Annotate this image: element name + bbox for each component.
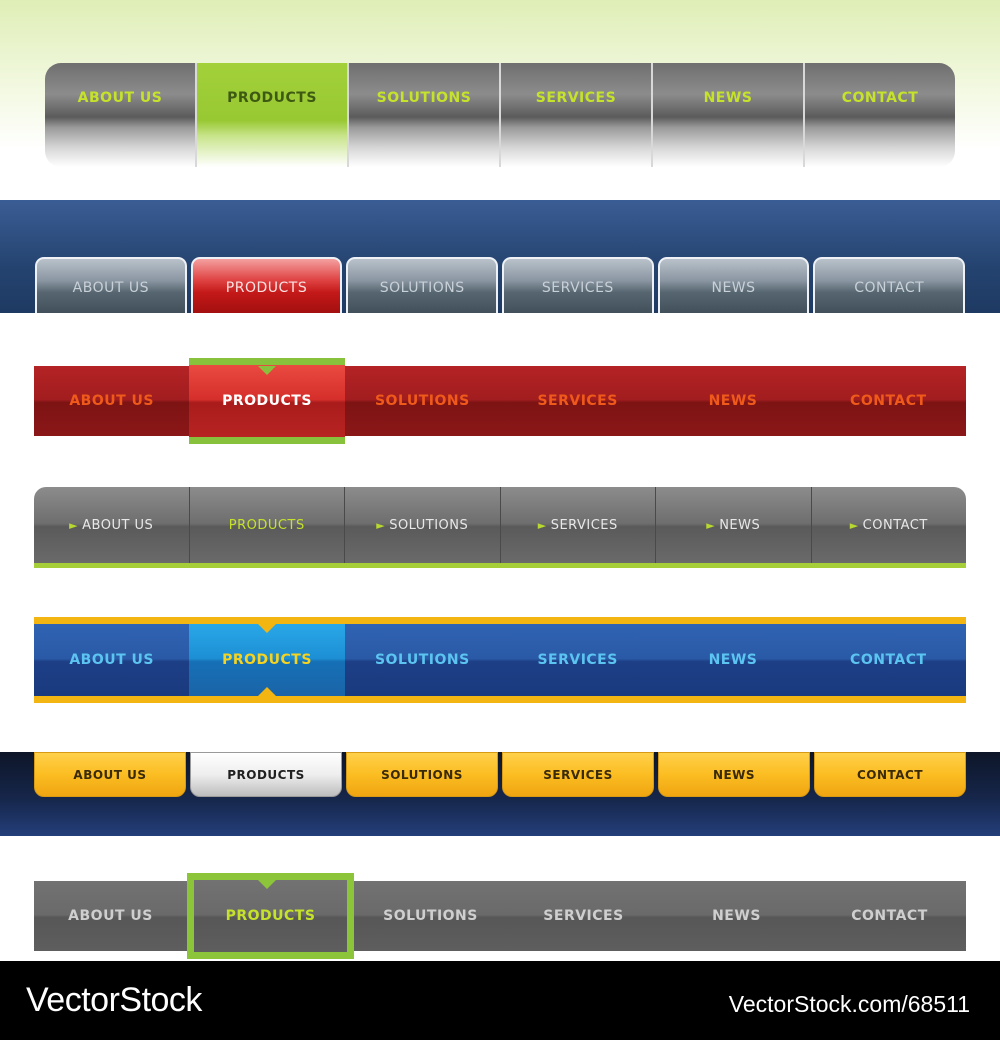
nav1-item-about-us[interactable]: ABOUT US — [45, 63, 197, 167]
nav4-label: ABOUT US — [82, 517, 154, 533]
nav7-item-solutions[interactable]: SOLUTIONS — [383, 908, 478, 924]
nav2-item-contact[interactable]: CONTACT — [813, 257, 966, 313]
nav3-active-notch-icon — [258, 366, 276, 375]
nav1-item-contact[interactable]: CONTACT — [841, 90, 919, 106]
nav5-item-contact[interactable]: CONTACT — [850, 652, 927, 668]
arrow-icon: ► — [69, 518, 79, 532]
nav5-bottom-notch-icon — [258, 687, 276, 696]
nav6-item-news[interactable]: NEWS — [658, 752, 810, 797]
nav3-item-products[interactable]: PRODUCTS — [189, 358, 345, 444]
nav-bar-gray-separators: ► ABOUT US PRODUCTS ► SOLUTIONS ► SERVIC… — [34, 487, 966, 563]
nav6-item-contact[interactable]: CONTACT — [814, 752, 966, 797]
nav6-item-services[interactable]: SERVICES — [502, 752, 654, 797]
nav4-label: SERVICES — [550, 517, 618, 533]
nav-bar-orange-pills: ABOUT US PRODUCTS SOLUTIONS SERVICES NEW… — [34, 752, 966, 797]
nav4-item-solutions[interactable]: ► SOLUTIONS — [345, 487, 501, 563]
nav5-top-notch-icon — [258, 624, 276, 633]
footer-logo: VectorStock — [26, 981, 202, 1019]
nav4-item-products[interactable]: PRODUCTS — [190, 487, 345, 563]
nav7-item-about-us[interactable]: ABOUT US — [68, 908, 153, 924]
nav4-item-about-us[interactable]: ► ABOUT US — [34, 487, 190, 563]
nav4-item-services[interactable]: ► SERVICES — [501, 487, 656, 563]
nav1-item-products[interactable]: PRODUCTS — [197, 63, 349, 167]
nav-bar-blue-tabs: ABOUT US PRODUCTS SOLUTIONS SERVICES NEW… — [35, 257, 966, 313]
nav4-label: SOLUTIONS — [389, 517, 469, 533]
nav4-item-news[interactable]: ► NEWS — [656, 487, 812, 563]
nav2-item-services[interactable]: SERVICES — [502, 257, 654, 313]
nav7-item-products[interactable]: PRODUCTS — [187, 873, 354, 959]
nav2-item-products[interactable]: PRODUCTS — [190, 257, 343, 313]
nav4-label: PRODUCTS — [228, 517, 305, 533]
footer-bar — [0, 961, 1000, 1040]
nav4-item-contact[interactable]: ► CONTACT — [812, 487, 967, 563]
nav3-item-news[interactable]: NEWS — [708, 393, 758, 409]
nav2-item-about-us[interactable]: ABOUT US — [35, 257, 187, 313]
nav3-item-about-us[interactable]: ABOUT US — [69, 393, 154, 409]
nav4-label: CONTACT — [862, 517, 928, 533]
nav6-item-about-us[interactable]: ABOUT US — [34, 752, 186, 797]
nav2-item-news[interactable]: NEWS — [657, 257, 810, 313]
nav3-item-contact[interactable]: CONTACT — [850, 393, 927, 409]
nav4-underline — [34, 563, 966, 568]
nav6-item-products[interactable]: PRODUCTS — [190, 752, 342, 797]
nav1-item-solutions[interactable]: SOLUTIONS — [349, 63, 501, 167]
nav-bar-dark-gray: ABOUT US PRODUCTS SOLUTIONS SERVICES NEW… — [34, 873, 966, 959]
arrow-icon: ► — [537, 518, 547, 532]
nav5-item-news[interactable]: NEWS — [708, 652, 758, 668]
nav7-item-contact[interactable]: CONTACT — [851, 908, 928, 924]
nav3-item-services[interactable]: SERVICES — [537, 393, 618, 409]
nav5-item-about-us[interactable]: ABOUT US — [69, 652, 154, 668]
nav5-item-services[interactable]: SERVICES — [537, 652, 618, 668]
arrow-icon: ► — [849, 518, 859, 532]
nav-bar-red: ABOUT US PRODUCTS SOLUTIONS SERVICES NEW… — [34, 358, 966, 444]
nav3-item-solutions[interactable]: SOLUTIONS — [374, 393, 470, 409]
nav4-label: NEWS — [719, 517, 761, 533]
arrow-icon: ► — [706, 518, 716, 532]
nav2-item-solutions[interactable]: SOLUTIONS — [346, 257, 499, 313]
nav-bar-gray-glossy: ABOUT US PRODUCTS SOLUTIONS SERVICES NEW… — [45, 63, 955, 167]
nav6-item-solutions[interactable]: SOLUTIONS — [346, 752, 498, 797]
footer-image-id: VectorStock.com/68511 — [728, 991, 970, 1017]
nav1-item-news[interactable]: NEWS — [653, 63, 805, 167]
nav1-item-services[interactable]: SERVICES — [501, 63, 653, 167]
nav5-item-solutions[interactable]: SOLUTIONS — [374, 652, 470, 668]
nav5-item-products[interactable]: PRODUCTS — [189, 624, 345, 696]
nav-bar-blue-yellow: ABOUT US PRODUCTS SOLUTIONS SERVICES NEW… — [34, 617, 966, 703]
nav7-active-notch-icon — [258, 880, 276, 889]
nav7-item-news[interactable]: NEWS — [712, 908, 761, 924]
arrow-icon: ► — [376, 518, 386, 532]
nav7-item-services[interactable]: SERVICES — [543, 908, 624, 924]
